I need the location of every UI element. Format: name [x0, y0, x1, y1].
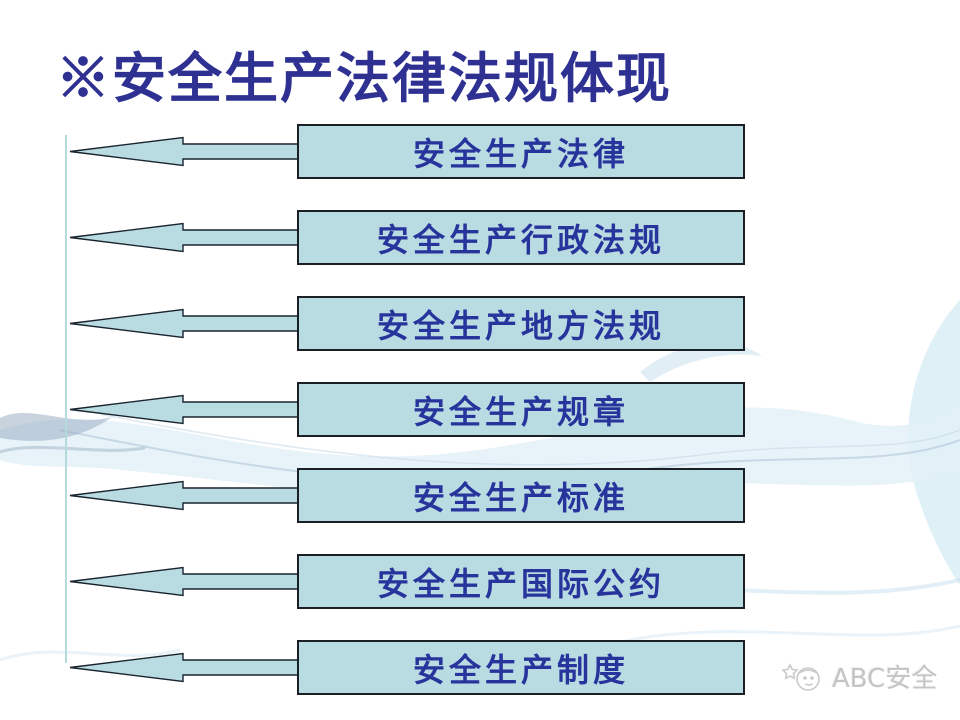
watermark-text: ABC安全 — [832, 663, 938, 694]
abc-safety-mascot-icon — [782, 663, 820, 691]
slide-title: ※安全生产法律法规体现 — [56, 46, 672, 110]
bar-box: 安全生产行政法规 — [297, 210, 745, 265]
left-arrow-icon — [69, 480, 300, 511]
bar-label: 安全生产地方法规 — [376, 306, 665, 345]
bar-row-5: 安全生产标准 — [0, 468, 960, 523]
left-arrow-icon — [69, 566, 300, 597]
left-arrow-icon — [69, 222, 300, 253]
left-arrow-icon — [69, 394, 300, 425]
bar-box: 安全生产法律 — [297, 124, 745, 179]
bar-box: 安全生产制度 — [297, 640, 745, 695]
bar-label: 安全生产标准 — [412, 478, 629, 517]
left-arrow-icon — [69, 652, 300, 683]
left-guide-line — [65, 135, 67, 663]
bar-box: 安全生产地方法规 — [297, 296, 745, 351]
watermark: ABC安全 — [782, 655, 937, 697]
bar-label: 安全生产国际公约 — [376, 564, 665, 603]
bar-box: 安全生产标准 — [297, 468, 745, 523]
bar-box: 安全生产规章 — [297, 382, 745, 437]
bar-label: 安全生产行政法规 — [376, 220, 665, 259]
bar-row-1: 安全生产法律 — [0, 124, 960, 179]
left-arrow-icon — [69, 308, 300, 339]
bar-row-3: 安全生产地方法规 — [0, 296, 960, 351]
left-arrow-icon — [69, 136, 300, 167]
bar-label: 安全生产法律 — [412, 134, 629, 173]
bar-row-2: 安全生产行政法规 — [0, 210, 960, 265]
bar-row-7: 安全生产制度 — [0, 640, 960, 695]
bar-row-4: 安全生产规章 — [0, 382, 960, 437]
bar-label: 安全生产制度 — [412, 650, 629, 689]
bar-label: 安全生产规章 — [412, 392, 629, 431]
bar-row-6: 安全生产国际公约 — [0, 554, 960, 609]
bar-box: 安全生产国际公约 — [297, 554, 745, 609]
